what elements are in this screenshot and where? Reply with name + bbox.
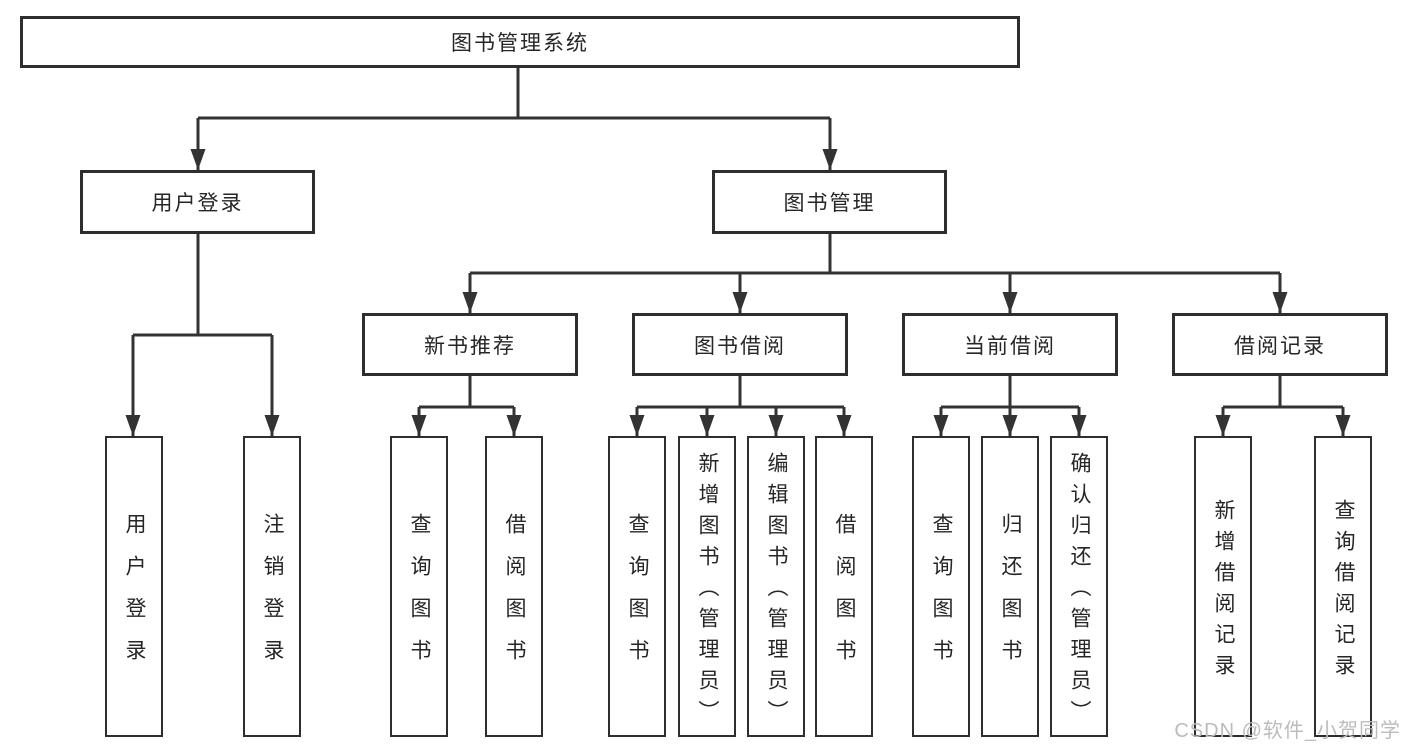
- leaf-label: 归还图书: [999, 513, 1022, 681]
- node-library-management-system: 图书管理系统: [20, 16, 1020, 68]
- leaf-label: 查询图书: [930, 513, 953, 681]
- leaf-label: 借阅图书: [503, 513, 526, 681]
- node-user-login: 用户登录: [80, 170, 315, 234]
- leaf-label: 查询图书: [626, 513, 649, 681]
- leaf-label: 确认归还（管理员）: [1068, 452, 1091, 731]
- node-label: 新书推荐: [424, 334, 516, 358]
- node-book-borrowing: 图书借阅: [632, 313, 848, 376]
- leaf-label: 注销登录: [261, 513, 284, 681]
- node-label: 图书管理: [783, 192, 876, 215]
- node-book-management: 图书管理: [712, 170, 947, 234]
- csdn-watermark: CSDN @软件_小贺同学: [1174, 720, 1401, 742]
- leaf-edit-books-admin: 编辑图书（管理员）: [747, 436, 805, 737]
- node-new-book-recommend: 新书推荐: [362, 313, 578, 376]
- leaf-return-books: 归还图书: [981, 436, 1039, 737]
- leaf-logout: 注销登录: [243, 436, 301, 737]
- leaf-query-books-current: 查询图书: [912, 436, 970, 737]
- leaf-query-books-borrowing: 查询图书: [608, 436, 666, 737]
- leaf-confirm-return-admin: 确认归还（管理员）: [1050, 436, 1108, 737]
- node-borrowing-records: 借阅记录: [1172, 313, 1388, 376]
- node-label: 借阅记录: [1234, 334, 1326, 358]
- leaf-label: 查询图书: [408, 513, 431, 681]
- node-label: 图书借阅: [694, 334, 786, 358]
- leaf-borrow-books: 借阅图书: [815, 436, 873, 737]
- leaf-label: 借阅图书: [833, 513, 856, 681]
- node-label: 当前借阅: [964, 334, 1056, 358]
- leaf-query-books-recommend: 查询图书: [390, 436, 448, 737]
- leaf-query-borrow-record: 查询借阅记录: [1314, 436, 1372, 737]
- node-label: 图书管理系统: [451, 32, 589, 55]
- leaf-label: 编辑图书（管理员）: [765, 452, 788, 731]
- leaf-user-login: 用户登录: [105, 436, 163, 737]
- node-current-borrowing: 当前借阅: [902, 313, 1118, 376]
- leaf-label: 查询借阅记录: [1332, 498, 1355, 685]
- leaf-label: 用户登录: [123, 513, 146, 681]
- node-label: 用户登录: [151, 192, 244, 215]
- leaf-label: 新增借阅记录: [1212, 498, 1235, 685]
- leaf-add-books-admin: 新增图书（管理员）: [678, 436, 736, 737]
- leaf-label: 新增图书（管理员）: [696, 452, 719, 731]
- leaf-borrow-books-recommend: 借阅图书: [485, 436, 543, 737]
- leaf-add-borrow-record: 新增借阅记录: [1194, 436, 1252, 737]
